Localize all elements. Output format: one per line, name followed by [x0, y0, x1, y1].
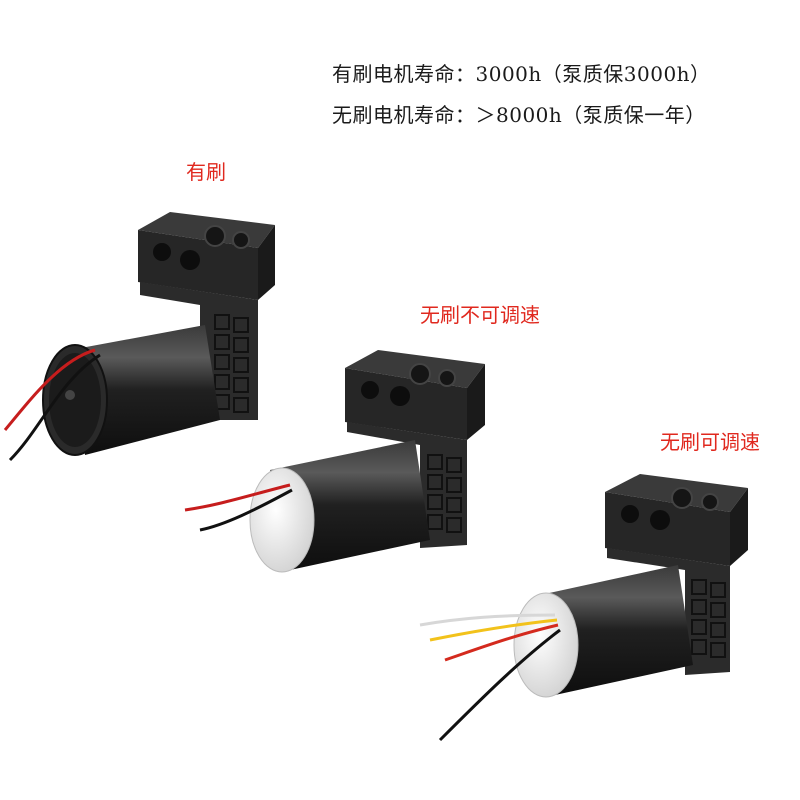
brushed-motor-life-text: 有刷电机寿命：3000h（泵质保3000h）	[332, 62, 711, 86]
brushless-fixed-pump-image	[184, 350, 485, 573]
brushless-adjustable-pump-image	[419, 474, 748, 742]
motor-cylinder	[70, 325, 220, 455]
port-icon	[361, 381, 379, 399]
port-icon	[180, 250, 200, 270]
brushless-fixed-speed-label: 无刷不可调速	[420, 303, 540, 327]
brushed-pump-image	[3, 212, 275, 462]
brushed-label: 有刷	[186, 160, 226, 184]
brushless-adjustable-speed-label: 无刷可调速	[660, 430, 760, 454]
port-icon	[621, 505, 639, 523]
port-icon	[390, 386, 410, 406]
port-icon	[650, 510, 670, 530]
brushless-motor-life-text: 无刷电机寿命：＞8000h（泵质保一年）	[332, 103, 706, 127]
port-icon	[153, 243, 171, 261]
